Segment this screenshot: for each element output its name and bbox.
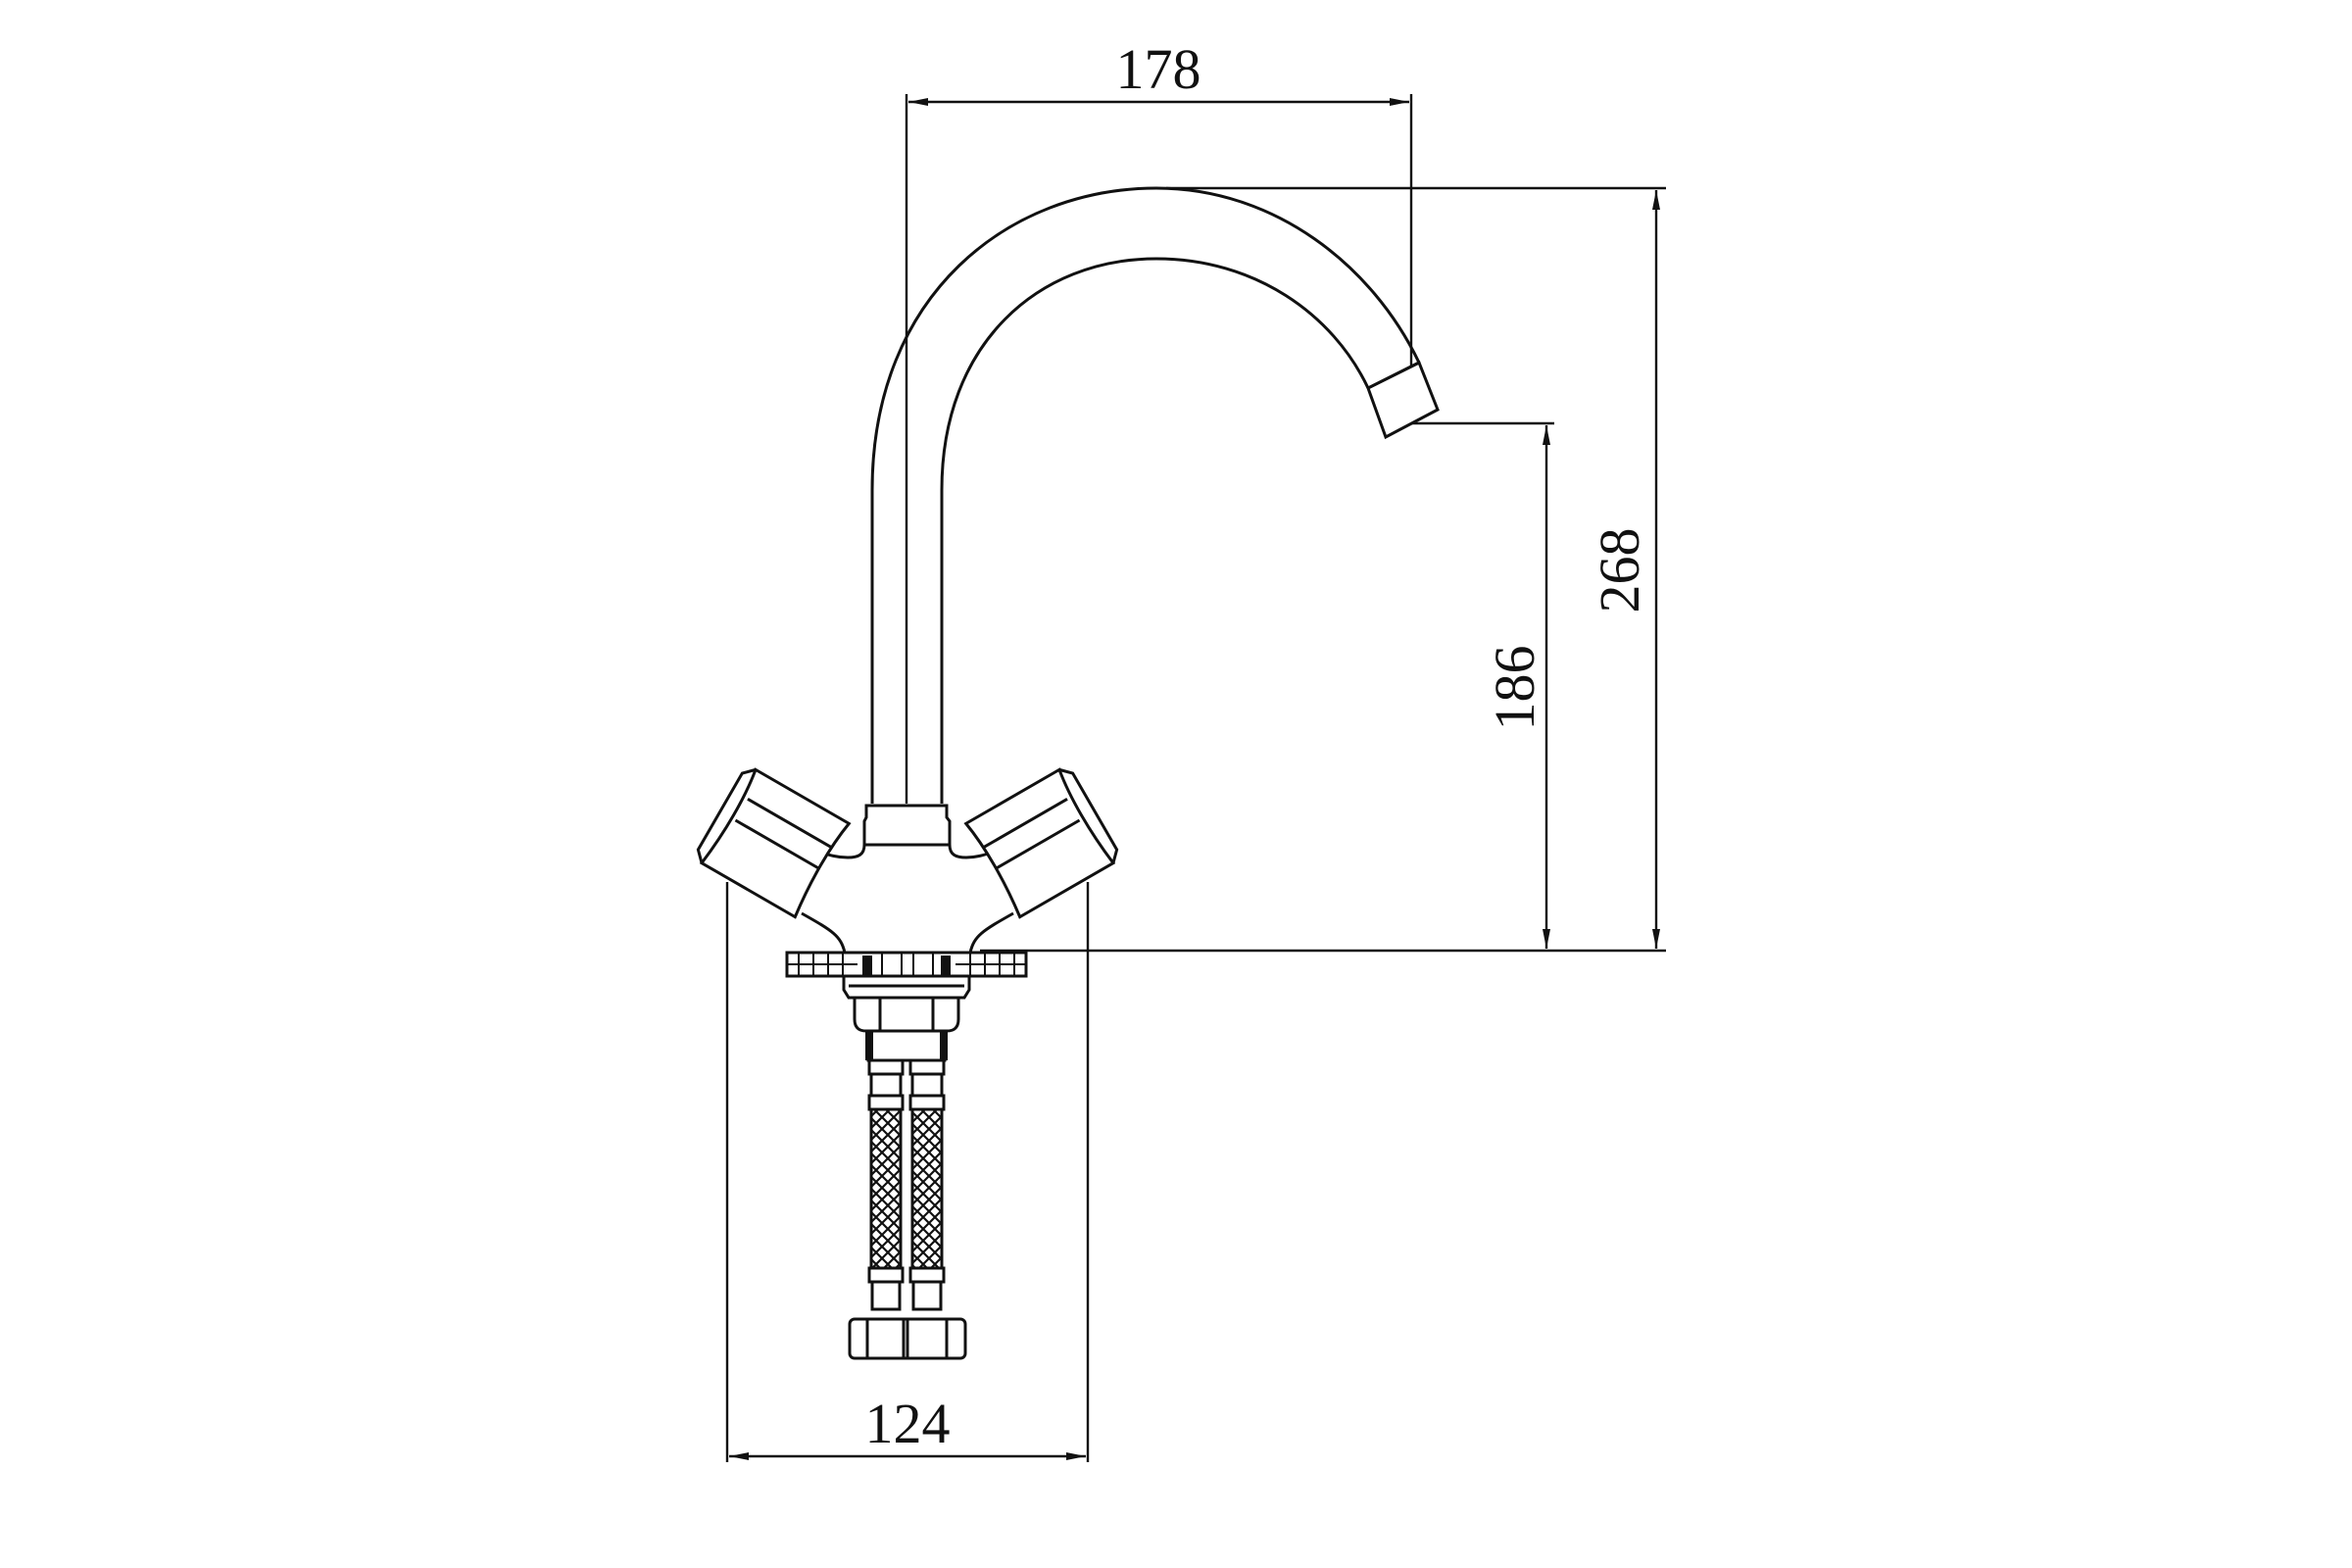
stud-thread-right [941, 956, 951, 975]
body-shoulders [814, 844, 999, 859]
dimension-label-124: 124 [865, 1392, 951, 1455]
swivel-spout [870, 186, 1440, 804]
dimension-outlet-height: 186 [1411, 421, 1554, 949]
body-lower [801, 911, 1014, 954]
mounting-nut [842, 974, 971, 1033]
braided-supply-hoses [867, 1058, 946, 1311]
hose-left [867, 1058, 905, 1311]
aerator-joint [1367, 361, 1420, 390]
dimension-label-178: 178 [1116, 37, 1201, 101]
dimension-label-186: 186 [1483, 646, 1546, 731]
spout-inner-contour [940, 257, 1370, 804]
right-handle [963, 767, 1119, 919]
dimension-spout-reach: 178 [905, 37, 1413, 804]
threaded-shank [865, 1029, 948, 1062]
stud-thread-left [862, 956, 872, 975]
aerator-outlet [1366, 360, 1440, 440]
dimension-label-268: 268 [1588, 528, 1651, 613]
hose-right [908, 1058, 946, 1311]
dimension-total-height: 268 [980, 186, 1666, 953]
spout-outer-contour [870, 186, 1421, 804]
hose-hex-nuts [848, 1317, 967, 1360]
spout-collar [862, 804, 952, 847]
left-handle [696, 767, 852, 919]
dimension-handle-span: 124 [725, 882, 1090, 1462]
base-gasket [785, 951, 1028, 978]
